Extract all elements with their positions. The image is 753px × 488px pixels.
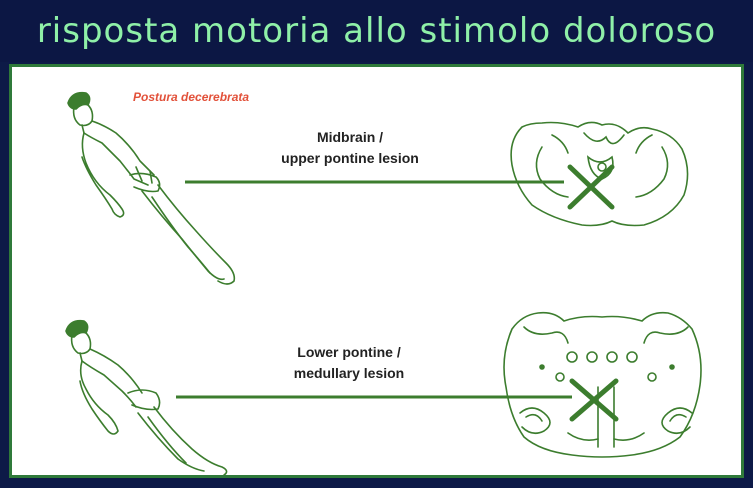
upper-head-hair: [68, 93, 90, 109]
medulla-section: [504, 313, 701, 457]
medulla-lesion-line2: medullary lesion: [264, 363, 434, 384]
medulla-lesion-x-icon: [572, 381, 616, 419]
midbrain-section: [511, 122, 687, 225]
slide-title: risposta motoria allo stimolo doloroso: [37, 11, 716, 51]
medulla-lesion-line1: Lower pontine /: [264, 342, 434, 363]
upper-body-figure: [68, 93, 234, 284]
posture-label: Postura decerebrata: [133, 90, 249, 104]
midbrain-lesion-line2: upper pontine lesion: [270, 148, 430, 169]
midbrain-lesion-line1: Midbrain /: [270, 127, 430, 148]
diagram-panel: Postura decerebrata Midbrain / upper pon…: [9, 64, 744, 478]
medulla-lesion-label: Lower pontine / medullary lesion: [264, 342, 434, 384]
midbrain-lesion-label: Midbrain / upper pontine lesion: [270, 127, 430, 169]
lower-head-hair: [66, 321, 88, 337]
slide-header: risposta motoria allo stimolo doloroso: [0, 0, 753, 62]
midbrain-lesion-x-icon: [570, 167, 612, 207]
